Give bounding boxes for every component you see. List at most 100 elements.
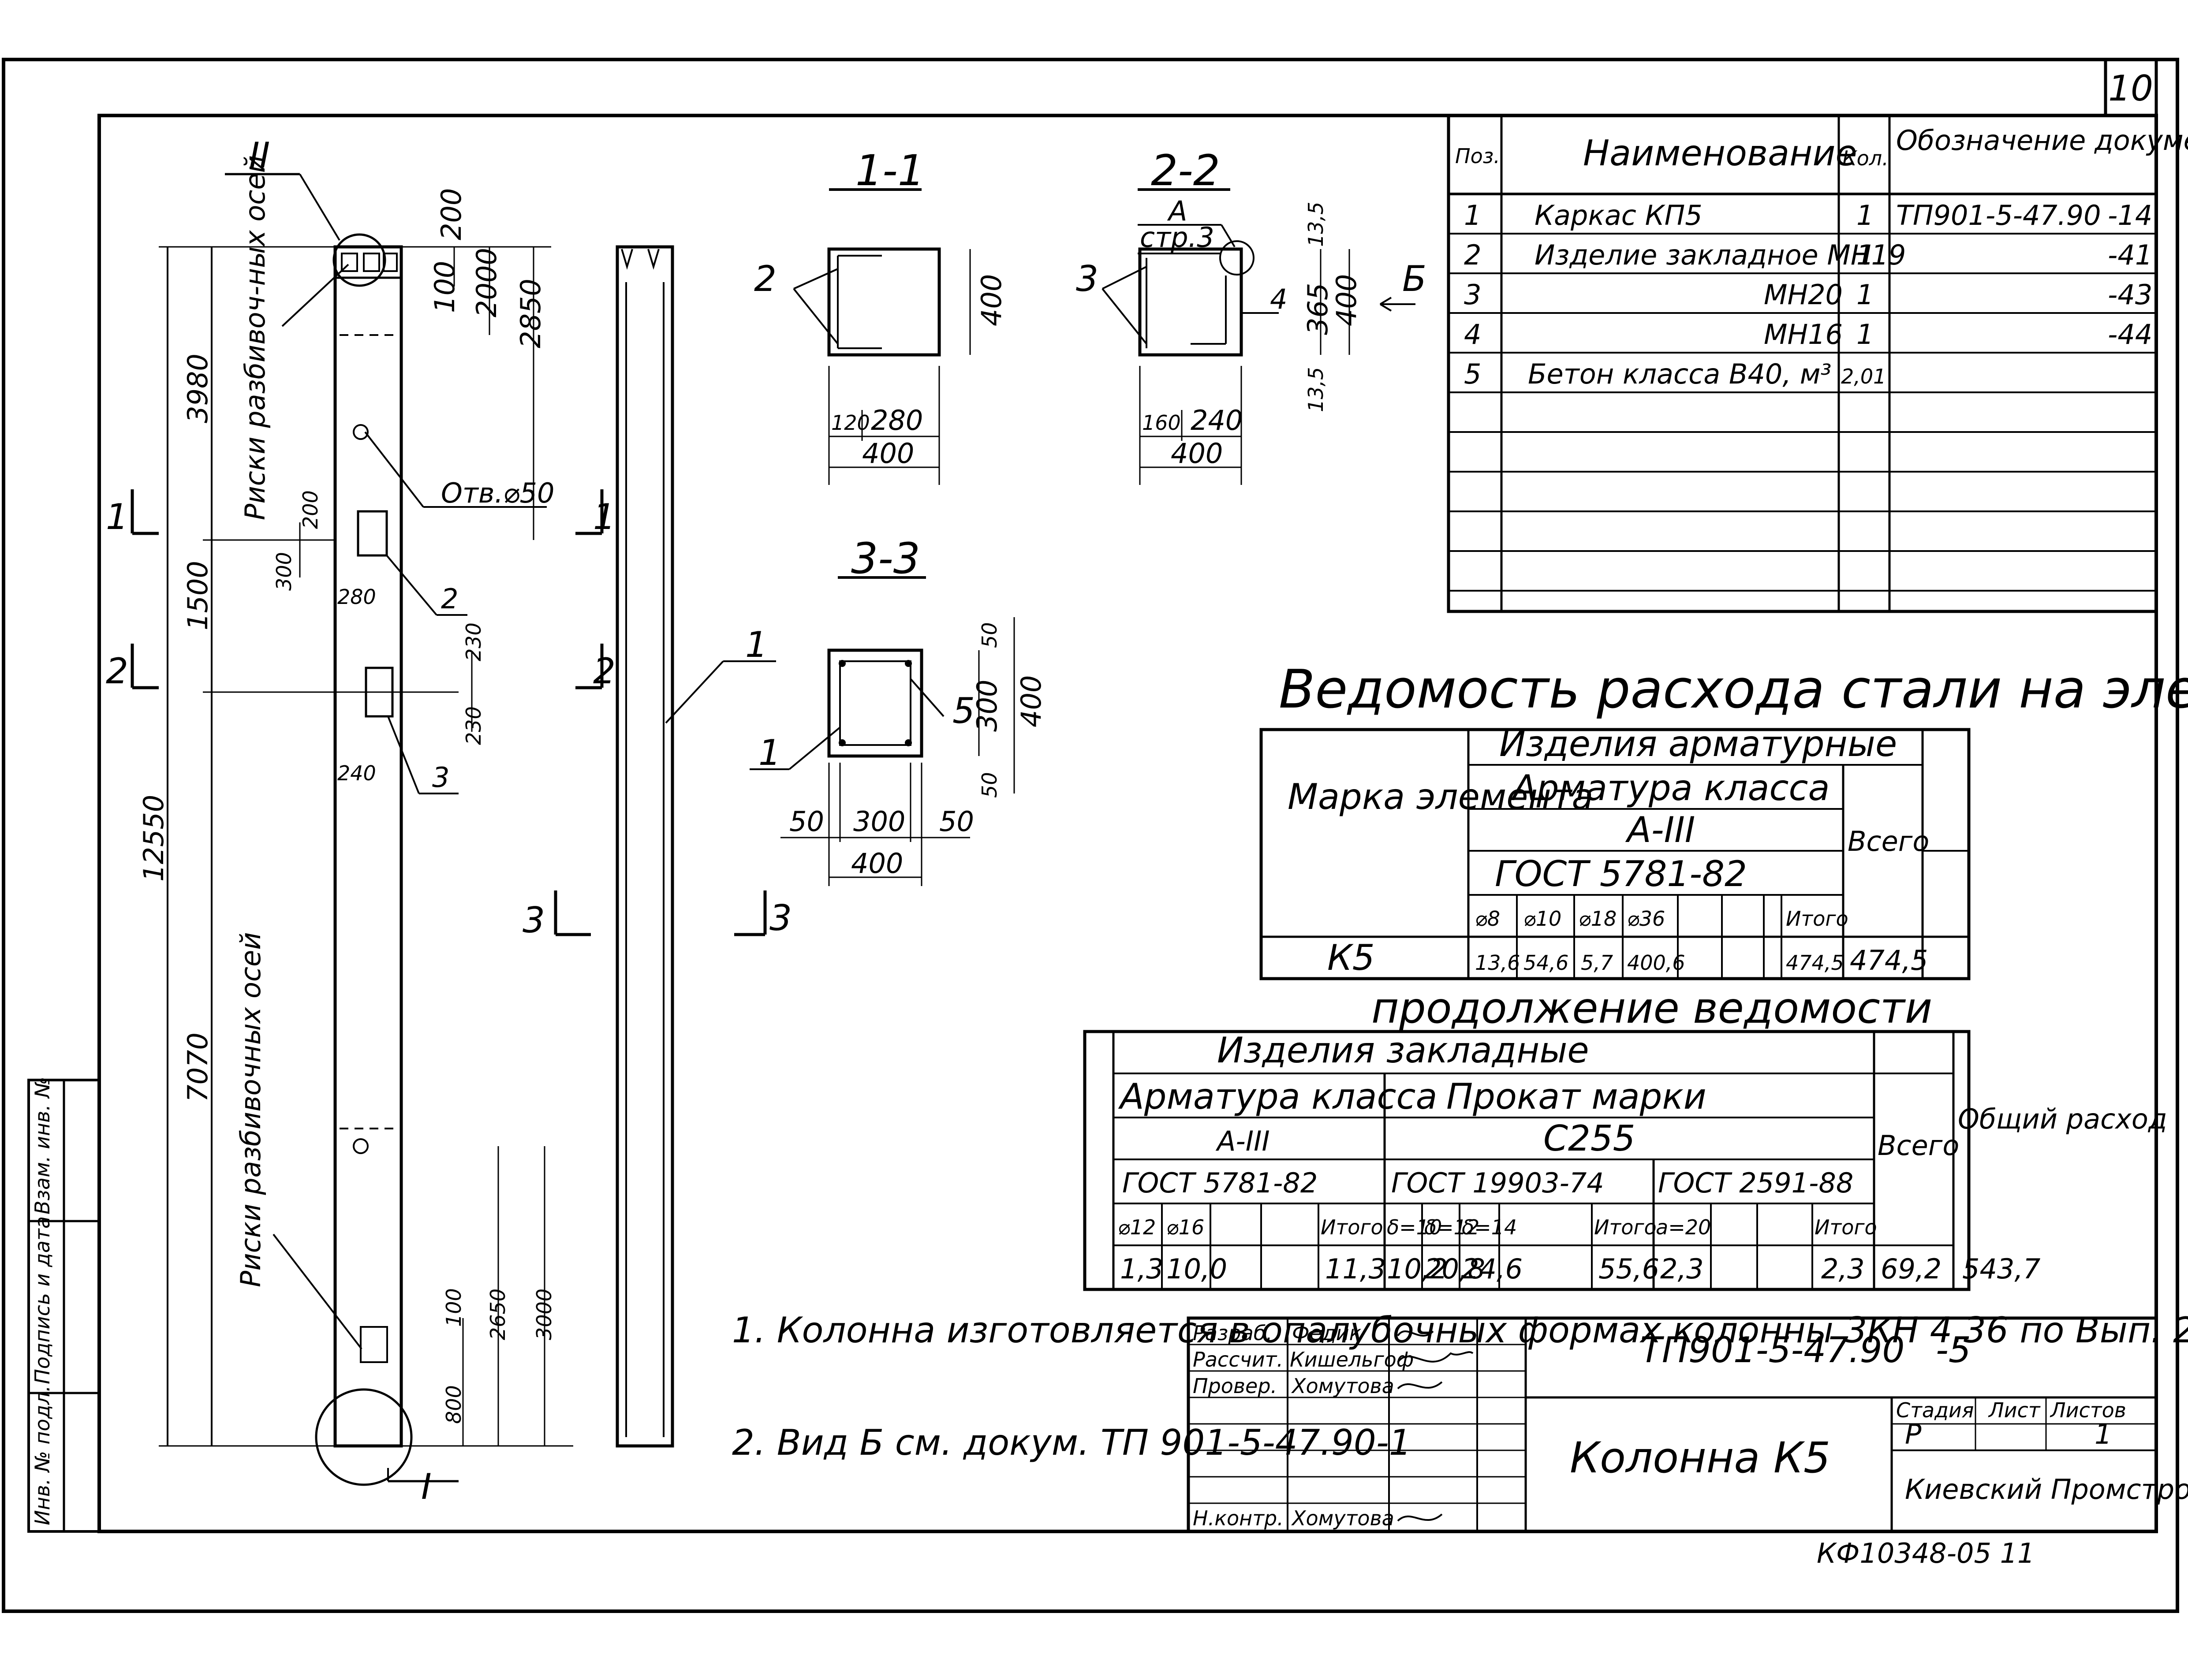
s22-a: 160 [1142, 411, 1181, 435]
column-side-view: 1 [616, 245, 776, 1448]
steel-gost1: ГОСТ 5781-82 [1495, 853, 1747, 894]
cont-grand: 543,7 [1962, 1253, 2041, 1285]
dim-3980: 3980 [182, 354, 214, 423]
steel-v4: 400,6 [1627, 951, 1685, 975]
s33-50a: 50 [978, 622, 1001, 648]
s11-b: 280 [871, 404, 923, 436]
tb-norm-name: Хомутова [1291, 1506, 1394, 1530]
spec-r3-pos: 3 [1464, 279, 1481, 311]
cut-3-left: 3 [523, 900, 545, 941]
tb-check-name: Хомутова [1291, 1374, 1394, 1398]
tb-sheets: 1 [2095, 1418, 2112, 1450]
spec-r2-name: Изделие закладное МН19 [1535, 239, 1906, 271]
cont-overall: Общий расход [1958, 1103, 2167, 1135]
axis-marks-top: Риски разбивоч-ных осей [239, 155, 271, 520]
spec-r3-suffix: -43 [2108, 279, 2152, 311]
cont-group: Изделия закладные [1217, 1030, 1589, 1071]
spec-h-pos: Поз. [1455, 144, 1500, 168]
title-block: Разраб. Федик Рассчит. Кишельгоф Провер.… [1187, 1316, 2188, 1533]
view-b-label: Б [1402, 258, 1426, 299]
steel-total: 474,5 [1850, 944, 1928, 976]
spec-r1-suffix: -14 [2108, 199, 2152, 231]
spec-h-name: Наименование [1583, 133, 1857, 174]
tb-calc: Рассчит. [1193, 1348, 1283, 1371]
spec-r4-pos: 4 [1464, 318, 1481, 350]
pos-3-callout: 3 [432, 761, 449, 793]
dim-300-mid: 300 [272, 552, 296, 591]
dim-200-mid: 200 [299, 490, 322, 529]
s22-ref-a: А [1167, 195, 1187, 227]
tb-element: Колонна К5 [1570, 1433, 1830, 1483]
cont-gost-a: ГОСТ 5781-82 [1122, 1167, 1318, 1199]
cont-steel-grade: С255 [1543, 1118, 1635, 1159]
cont-col-1: ⌀12 [1118, 1215, 1156, 1239]
tb-stage-h: Стадия [1896, 1398, 1974, 1422]
steel-col-4: ⌀36 [1627, 907, 1665, 931]
s33-h: 400 [1015, 675, 1047, 727]
s22-pos: 3 [1076, 258, 1098, 299]
cont-rolled: Прокат марки [1446, 1076, 1706, 1117]
spec-r2-qty: 1 [1856, 239, 1874, 271]
cont-v2: 10,0 [1166, 1253, 1227, 1285]
s22-w: 400 [1171, 437, 1223, 469]
cut-2-left: 2 [106, 651, 128, 692]
cont-table: продолжение ведомости Изделия закладные … [1083, 983, 2167, 1291]
column-callouts: II I Отв.⌀50 2 3 Риски разбивоч-ных осей… [225, 135, 554, 1507]
column-dimensions [159, 246, 573, 1447]
s22-h: 400 [1330, 274, 1363, 326]
spec-r4-name: МН16 [1764, 318, 1843, 350]
steel-col-total: Итого [1786, 907, 1848, 931]
section-3-3: 3-3 1 5 50 300 50 400 50 300 50 400 [750, 534, 1047, 886]
bottom-code: КФ10348-05 11 [1817, 1537, 2035, 1569]
dim-7070: 7070 [182, 1032, 214, 1102]
s11-pos: 2 [754, 258, 777, 299]
spec-r2-suffix: -41 [2108, 239, 2152, 271]
tb-sheet-h: Лист [1988, 1398, 2041, 1422]
dim-2650: 2650 [486, 1289, 510, 1340]
spec-table: Поз. Наименование Кол. Обозначение докум… [1447, 114, 2188, 613]
s33-w1: 50 [789, 805, 824, 838]
note-2-text: 2. Вид Б см. докум. ТП 901-5-47.90-1 [732, 1422, 1411, 1463]
cont-col-4: Итого [1321, 1215, 1383, 1239]
cont-v11: 2,3 [1821, 1253, 1865, 1285]
section-1-1-title: 1-1 [855, 146, 925, 195]
spec-r3-qty: 1 [1856, 279, 1874, 311]
s22-135a: 13,5 [1304, 202, 1328, 247]
s33-pos5: 5 [952, 690, 975, 731]
cont-col-2: ⌀16 [1166, 1215, 1204, 1239]
outer-frame [2, 58, 2179, 1613]
inner-frame [97, 114, 2158, 1533]
s11-w: 400 [862, 437, 914, 469]
steel-mark-header: Марка элемента [1288, 776, 1593, 817]
spec-r5-name: Бетон класса В40, м³ [1528, 358, 1831, 390]
dim-280-mid: 280 [337, 585, 376, 609]
side-stamp: Инв. № подл. Подпись и дата Взам. инв. № [27, 1077, 101, 1533]
spec-r5-pos: 5 [1464, 358, 1481, 390]
cont-v1: 1,3 [1120, 1253, 1164, 1285]
cont-v9: 2,3 [1660, 1253, 1704, 1285]
sheet-number: 10 [2108, 68, 2153, 109]
steel-v3: 5,7 [1581, 951, 1613, 975]
steel-col-1: ⌀8 [1475, 907, 1500, 931]
cont-sum: 69,2 [1881, 1253, 1942, 1285]
dim-800: 800 [442, 1385, 466, 1424]
spec-r2-pos: 2 [1464, 239, 1481, 271]
stamp-inv: Инв. № подл. [30, 1386, 54, 1525]
spec-r4-suffix: -44 [2108, 318, 2152, 350]
s33-w2: 300 [853, 805, 905, 838]
steel-v-total: 474,5 [1786, 951, 1844, 975]
tb-sheets-h: Листов [2050, 1398, 2126, 1422]
section-1-1: 1-1 2 400 120 280 400 [754, 146, 1008, 485]
steel-v1: 13,6 [1475, 951, 1520, 975]
steel-col-2: ⌀10 [1523, 907, 1561, 931]
cont-v5: 10,2 [1387, 1253, 1448, 1285]
cut-marks: 1 1 2 2 3 3 [106, 489, 792, 941]
spec-r5-qty: 2,01 [1841, 365, 1886, 388]
steel-v2: 54,6 [1523, 951, 1568, 975]
cut-1-right: 1 [593, 496, 616, 537]
tb-doc-code: ТП901-5-47.90 [1640, 1330, 1904, 1371]
dim-100-top: 100 [429, 261, 461, 313]
cont-col-5: δ=10 [1387, 1215, 1442, 1239]
steel-group1: Изделия арматурные [1499, 723, 1897, 764]
